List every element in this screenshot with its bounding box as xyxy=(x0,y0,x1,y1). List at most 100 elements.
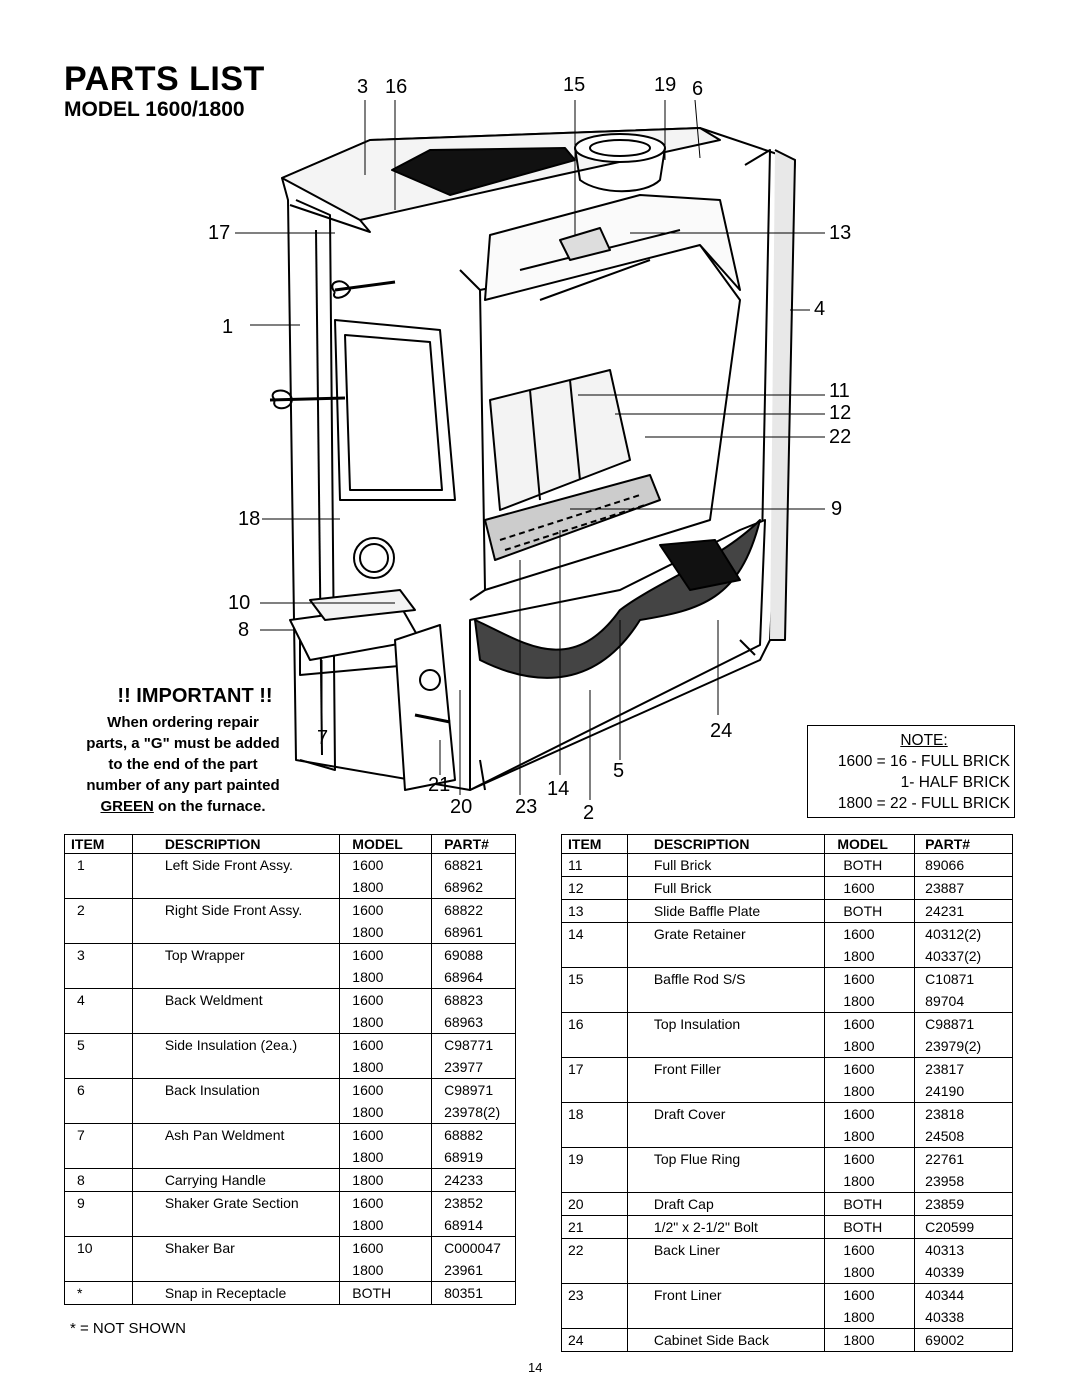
model-cell: 1600 xyxy=(339,988,432,1011)
part-number-cell: C20599 xyxy=(914,1215,1013,1239)
part-number-cell: 68822 xyxy=(431,898,516,921)
model-cell: 1800 xyxy=(824,1306,915,1329)
part-number-cell: C000047 xyxy=(431,1236,516,1259)
callout-2: 2 xyxy=(583,802,595,824)
part-number-cell: 24508 xyxy=(914,1125,1013,1148)
part-number-cell: 22761 xyxy=(914,1147,1013,1170)
part-number-cell: 23859 xyxy=(914,1192,1013,1216)
part-number-cell: 23958 xyxy=(914,1170,1013,1193)
description-cell: Full Brick xyxy=(626,876,825,900)
item-cell xyxy=(64,1101,133,1124)
model-cell: 1600 xyxy=(339,898,432,921)
item-cell: 11 xyxy=(561,853,628,877)
part-number-cell: 68882 xyxy=(431,1123,516,1146)
part-number-cell: 89704 xyxy=(914,990,1013,1013)
description-cell xyxy=(131,1011,340,1034)
part-number-cell: 23818 xyxy=(914,1102,1013,1125)
model-cell: 1800 xyxy=(339,1101,432,1124)
callout-13: 13 xyxy=(829,222,852,244)
model-cell: 1600 xyxy=(824,1012,915,1035)
item-cell: 5 xyxy=(64,1033,133,1056)
model-cell: BOTH xyxy=(824,1215,915,1239)
description-cell xyxy=(626,1306,825,1329)
description-cell: 1/2" x 2-1/2" Bolt xyxy=(626,1215,825,1239)
item-cell: 13 xyxy=(561,899,628,923)
model-cell: 1800 xyxy=(824,1170,915,1193)
item-cell xyxy=(561,945,628,968)
item-cell xyxy=(64,921,133,944)
header-description: DESCRIPTION xyxy=(626,834,825,854)
model-cell: 1800 xyxy=(824,1035,915,1058)
item-cell: 18 xyxy=(561,1102,628,1125)
item-cell: 24 xyxy=(561,1328,628,1352)
description-cell xyxy=(626,1170,825,1193)
description-cell: Top Wrapper xyxy=(131,943,340,966)
description-cell: Back Liner xyxy=(626,1238,825,1261)
description-cell: Full Brick xyxy=(626,853,825,877)
part-number-cell: 40338 xyxy=(914,1306,1013,1329)
callout-8: 8 xyxy=(238,619,250,641)
item-cell xyxy=(64,1146,133,1169)
model-cell: 1800 xyxy=(339,876,432,899)
model-cell: 1600 xyxy=(824,922,915,945)
model-cell: 1800 xyxy=(339,1056,432,1079)
item-cell: 12 xyxy=(561,876,628,900)
description-cell xyxy=(626,1125,825,1148)
callout-21: 21 xyxy=(428,774,451,796)
callout-22: 22 xyxy=(829,426,852,448)
part-number-cell: 23978(2) xyxy=(431,1101,516,1124)
item-cell: 17 xyxy=(561,1057,628,1080)
model-cell: 1600 xyxy=(339,1123,432,1146)
description-cell: Slide Baffle Plate xyxy=(626,899,825,923)
note-line: 1800 = 22 - FULL BRICK xyxy=(837,795,1010,812)
callout-15: 15 xyxy=(563,74,586,96)
part-number-cell: 40339 xyxy=(914,1261,1013,1284)
model-cell: 1600 xyxy=(824,1102,915,1125)
model-cell: 1600 xyxy=(339,943,432,966)
item-cell: 20 xyxy=(561,1192,628,1216)
model-cell: 1800 xyxy=(339,1011,432,1034)
important-notice: When ordering repair parts, a "G" must b… xyxy=(58,712,308,817)
description-cell: Snap in Receptacle xyxy=(131,1281,340,1305)
description-cell: Left Side Front Assy. xyxy=(131,853,340,876)
item-cell: 16 xyxy=(561,1012,628,1035)
part-number-cell: 23817 xyxy=(914,1057,1013,1080)
note-box: NOTE: 1600 = 16 - FULL BRICK 1- HALF BRI… xyxy=(807,725,1015,818)
callout-14: 14 xyxy=(547,778,570,800)
part-number-cell: C98771 xyxy=(431,1033,516,1056)
description-cell: Carrying Handle xyxy=(131,1168,340,1192)
description-cell: Front Liner xyxy=(626,1283,825,1306)
part-number-cell: 24190 xyxy=(914,1080,1013,1103)
important-line: GREEN on the furnace. xyxy=(58,796,308,817)
item-cell: 19 xyxy=(561,1147,628,1170)
part-number-cell: 89066 xyxy=(914,853,1013,877)
model-cell: 1600 xyxy=(339,1236,432,1259)
model-cell: 1600 xyxy=(339,1191,432,1214)
part-number-cell: 40312(2) xyxy=(914,922,1013,945)
model-subtitle: MODEL 1600/1800 xyxy=(64,98,245,121)
model-cell: 1800 xyxy=(339,1146,432,1169)
part-number-cell: 40313 xyxy=(914,1238,1013,1261)
description-cell: Back Insulation xyxy=(131,1078,340,1101)
model-cell: 1800 xyxy=(824,1328,915,1352)
